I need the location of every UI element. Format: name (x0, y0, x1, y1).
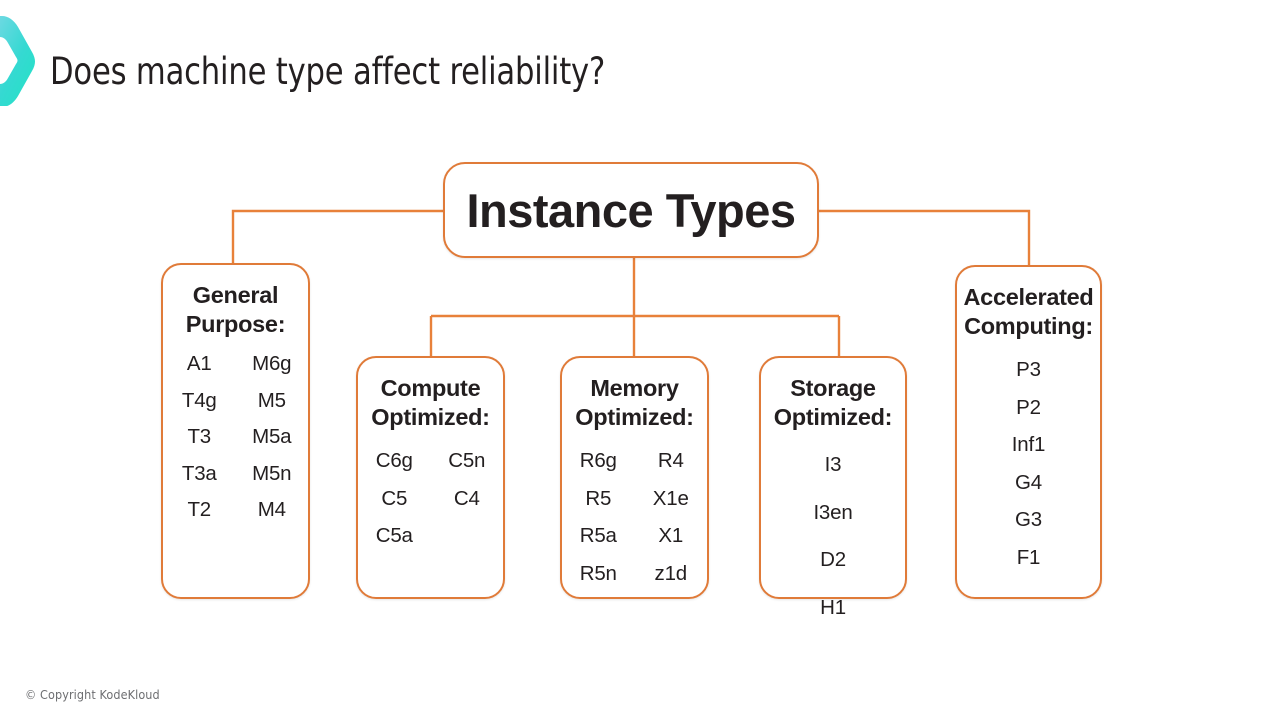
footer-copyright: © Copyright KodeKloud (25, 687, 160, 702)
instance-type: C5n (448, 449, 486, 473)
instance-type: M5 (257, 388, 286, 412)
instance-type: P3 (1016, 358, 1041, 382)
instance-type: M5n (252, 461, 292, 485)
node-compute-optimized-title: Compute Optimized: (371, 375, 490, 430)
node-compute-optimized[interactable]: Compute Optimized: C6g C5n C5 C4 C5a (356, 356, 505, 599)
item-row: C5 C4 (358, 486, 503, 510)
connector-general (231, 209, 443, 263)
instance-type: D2 (820, 548, 846, 572)
item-row: R5 X1e (562, 486, 707, 510)
item-row: G3 (957, 510, 1100, 531)
item-row: G4 (957, 470, 1100, 494)
node-storage-optimized[interactable]: Storage Optimized: I3 I3en D2 H1 (759, 356, 907, 617)
item-row: C5a (358, 526, 503, 547)
instance-type: C4 (453, 486, 480, 510)
instance-type: I3 (824, 453, 842, 477)
item-row: F1 (957, 545, 1100, 569)
item-row: A1 M6g (163, 354, 308, 375)
item-row: H1 (761, 595, 905, 619)
instance-type: T3a (181, 461, 217, 485)
item-row: T4g M5 (163, 388, 308, 412)
item-row: I3 (761, 455, 905, 476)
instance-type: M5a (252, 425, 292, 449)
instance-type: R5n (579, 561, 617, 585)
item-row: R6g R4 (562, 451, 707, 472)
node-storage-optimized-title: Storage Optimized: (773, 375, 893, 430)
instance-type: R6g (579, 449, 617, 473)
node-accelerated-computing-title: Accelerated Computing: (963, 284, 1094, 339)
node-accelerated-computing[interactable]: Accelerated Computing: P3 P2 Inf1 G4 G3 … (955, 265, 1102, 599)
item-row: D2 (761, 550, 905, 571)
instance-type: T2 (187, 498, 212, 522)
instance-type: G3 (1015, 508, 1042, 532)
item-row: T3 M5a (163, 427, 308, 448)
instance-type: X1e (652, 486, 689, 510)
instance-type: R4 (657, 449, 684, 473)
instance-type: Inf1 (1011, 433, 1046, 457)
instance-type: z1d (654, 561, 688, 585)
instance-type: G4 (1015, 470, 1042, 494)
instance-type: X1 (658, 524, 684, 548)
instance-type: F1 (1016, 545, 1041, 569)
item-row: C6g C5n (358, 451, 503, 472)
general-purpose-items: A1 M6g T4g M5 T3 M5a T3a M5n T2 M4 (163, 354, 308, 537)
instance-type: C6g (375, 449, 413, 473)
instance-type (431, 526, 504, 547)
node-memory-optimized[interactable]: Memory Optimized: R6g R4 R5 X1e R5a X1 R… (560, 356, 709, 599)
node-instance-types-label: Instance Types (466, 183, 796, 237)
instance-type: T4g (181, 388, 217, 412)
instance-type: M4 (257, 498, 286, 522)
instance-type: A1 (186, 352, 212, 376)
item-row: I3en (761, 500, 905, 524)
node-memory-optimized-title: Memory Optimized: (575, 375, 694, 430)
item-row: R5a X1 (562, 526, 707, 547)
compute-optimized-items: C6g C5n C5 C4 C5a (358, 451, 503, 564)
connector-accelerated (819, 209, 1031, 265)
item-row: P2 (957, 395, 1100, 419)
kodekloud-chevron-logo (0, 16, 35, 106)
instance-type: C5a (375, 524, 413, 548)
instance-type: P2 (1016, 395, 1041, 419)
instance-type: R5 (585, 486, 612, 510)
item-row: P3 (957, 360, 1100, 381)
slide-title: Does machine type affect reliability? (50, 50, 606, 93)
item-row: Inf1 (957, 435, 1100, 456)
item-row: T3a M5n (163, 461, 308, 485)
accelerated-computing-items: P3 P2 Inf1 G4 G3 F1 (957, 360, 1100, 585)
node-instance-types[interactable]: Instance Types (443, 162, 819, 258)
instance-type: H1 (820, 595, 846, 619)
instance-type: M6g (252, 352, 292, 376)
storage-optimized-items: I3 I3en D2 H1 (761, 455, 905, 645)
instance-type: C5 (381, 486, 408, 510)
instance-type: I3en (813, 500, 853, 524)
node-general-purpose[interactable]: General Purpose: A1 M6g T4g M5 T3 M5a T3… (161, 263, 310, 599)
instance-type: T3 (187, 425, 212, 449)
item-row: R5n z1d (562, 561, 707, 585)
instance-type: R5a (579, 524, 617, 548)
memory-optimized-items: R6g R4 R5 X1e R5a X1 R5n z1d (562, 451, 707, 601)
node-general-purpose-title: General Purpose: (185, 282, 286, 337)
item-row: T2 M4 (163, 500, 308, 521)
